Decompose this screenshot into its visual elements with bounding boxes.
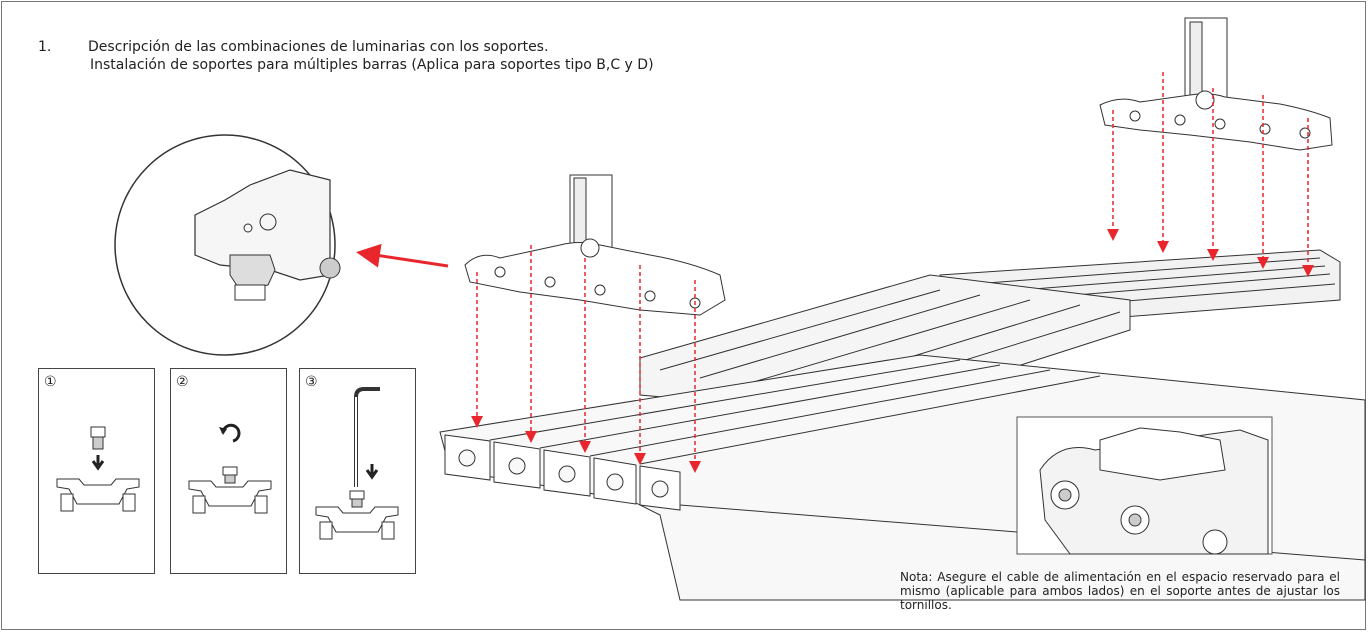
installation-note: Nota: Asegure el cable de alimentación e… bbox=[900, 570, 1340, 612]
step-panel-3: ③ bbox=[299, 368, 416, 574]
step-number: ② bbox=[176, 374, 189, 390]
step-1-illustration bbox=[56, 426, 140, 512]
step-number: ③ bbox=[305, 374, 318, 390]
bracket-left bbox=[464, 174, 726, 316]
rotate-icon bbox=[221, 423, 241, 443]
cable-detail-inset bbox=[1016, 416, 1273, 555]
zoom-arrow bbox=[356, 243, 449, 268]
alignment-guides bbox=[471, 72, 1314, 473]
step-panel-2: ② bbox=[170, 368, 287, 574]
section-title: Descripción de las combinaciones de lumi… bbox=[88, 39, 549, 55]
bracket-right bbox=[1099, 17, 1333, 151]
section-number: 1. bbox=[38, 39, 52, 55]
section-subtitle: Instalación de soportes para múltiples b… bbox=[90, 57, 654, 73]
step-panel-1: ① bbox=[38, 368, 155, 574]
step-number: ① bbox=[44, 374, 57, 390]
step-2-illustration bbox=[188, 423, 272, 514]
step-3-illustration bbox=[315, 387, 399, 540]
detail-zoom-circle bbox=[114, 134, 341, 356]
